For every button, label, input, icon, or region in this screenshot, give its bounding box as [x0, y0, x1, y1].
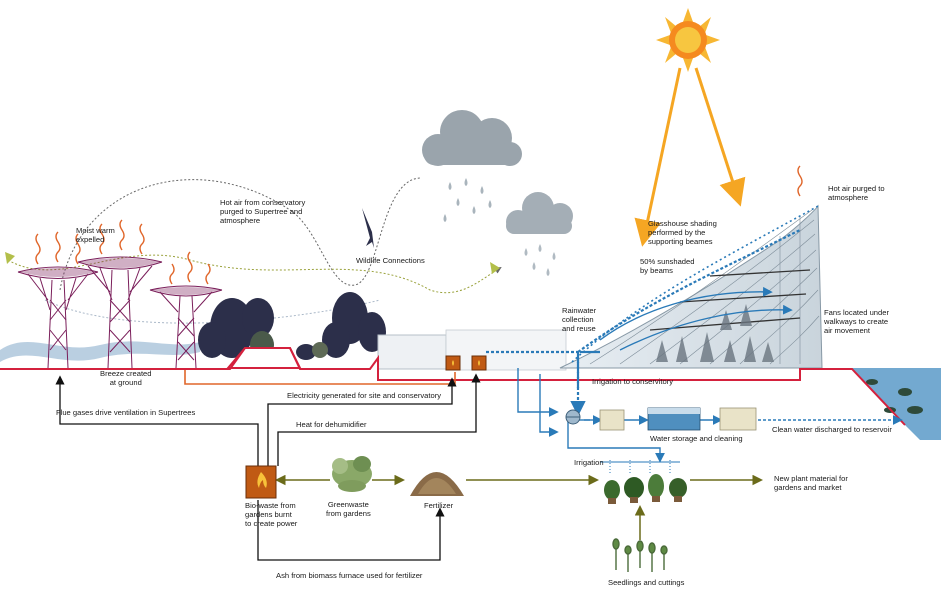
- label-irrigation-conservatory: Irrigation to conservitory: [592, 377, 674, 386]
- energy-flow-lines: [55, 373, 481, 561]
- label-hot-air-conservatory: Hot air from conservatory purged to Supe…: [220, 198, 306, 225]
- label-new-plant-material: New plant material for gardens and marke…: [774, 474, 848, 492]
- bird-icon: [5, 252, 15, 264]
- bird-icon: [490, 262, 500, 274]
- building-block: [377, 334, 447, 370]
- water-flow-lines: [486, 229, 903, 463]
- label-irrigation: Irrigation: [574, 458, 604, 467]
- label-ash: Ash from biomass furnace used for fertil…: [276, 571, 423, 580]
- generator-icon: [445, 355, 487, 371]
- material-flow-lines: [275, 474, 763, 540]
- label-rainwater: Rainwater collection and reuse: [562, 306, 597, 333]
- label-water-storage: Water storage and cleaning: [650, 434, 743, 443]
- label-clean-water: Clean water discharged to reservoir: [772, 425, 892, 434]
- hot-air-flow-path: [59, 177, 421, 291]
- label-hot-air-purged: Hot air purged to atmosphere: [828, 184, 885, 202]
- label-greenwaste: Greenwaste from gardens: [326, 500, 371, 518]
- valve-icon: [565, 409, 581, 425]
- new-plants-icon: [604, 474, 687, 504]
- glasshouse-conservatory: [559, 204, 823, 369]
- label-wildlife-connections: Wildlife Connections: [356, 256, 425, 265]
- label-flue-gases: Flue gases drive ventilation in Supertre…: [56, 408, 196, 417]
- rain-cloud-icon: [422, 110, 522, 222]
- label-electricity: Electricity generated for site and conse…: [287, 391, 442, 400]
- label-sunshaded: 50% sunshaded by beams: [640, 257, 695, 275]
- ground-line: [0, 347, 906, 426]
- seedlings-icon: [612, 538, 668, 572]
- label-seedlings: Seedlings and cuttings: [608, 578, 685, 587]
- filter-box: [719, 407, 757, 431]
- greenwaste-icon: [332, 456, 372, 492]
- label-fertilizer: Fertilizer: [424, 501, 454, 510]
- fertilizer-pile-icon: [410, 472, 464, 496]
- label-biowaste: Bio-waste from gardens burnt to create p…: [245, 501, 298, 528]
- rain-cloud-icon: [506, 192, 573, 276]
- heat-icon: [35, 165, 803, 285]
- bird-icon: [362, 208, 374, 248]
- label-moist-warm: Moist warm expelled: [76, 226, 115, 244]
- sun-icon: [656, 8, 720, 72]
- garden-foliage: [198, 292, 386, 360]
- supertree-icon: [17, 256, 223, 369]
- label-glasshouse-shading: Glasshouse shading performed by the supp…: [648, 219, 717, 246]
- biomass-furnace-icon: [245, 465, 277, 499]
- heat-pipe: [184, 370, 456, 385]
- reservoir: [852, 368, 941, 440]
- label-heat-dehumidifier: Heat for dehumidifier: [296, 420, 367, 429]
- filter-box: [599, 409, 625, 431]
- breeze-swoosh: [0, 341, 200, 362]
- label-breeze: Breeze created at ground: [100, 369, 152, 387]
- label-fans: Fans located under walkways to create ai…: [824, 308, 890, 335]
- sunlight-arrows: [634, 67, 746, 247]
- irrigation-spray-icon: [600, 460, 680, 474]
